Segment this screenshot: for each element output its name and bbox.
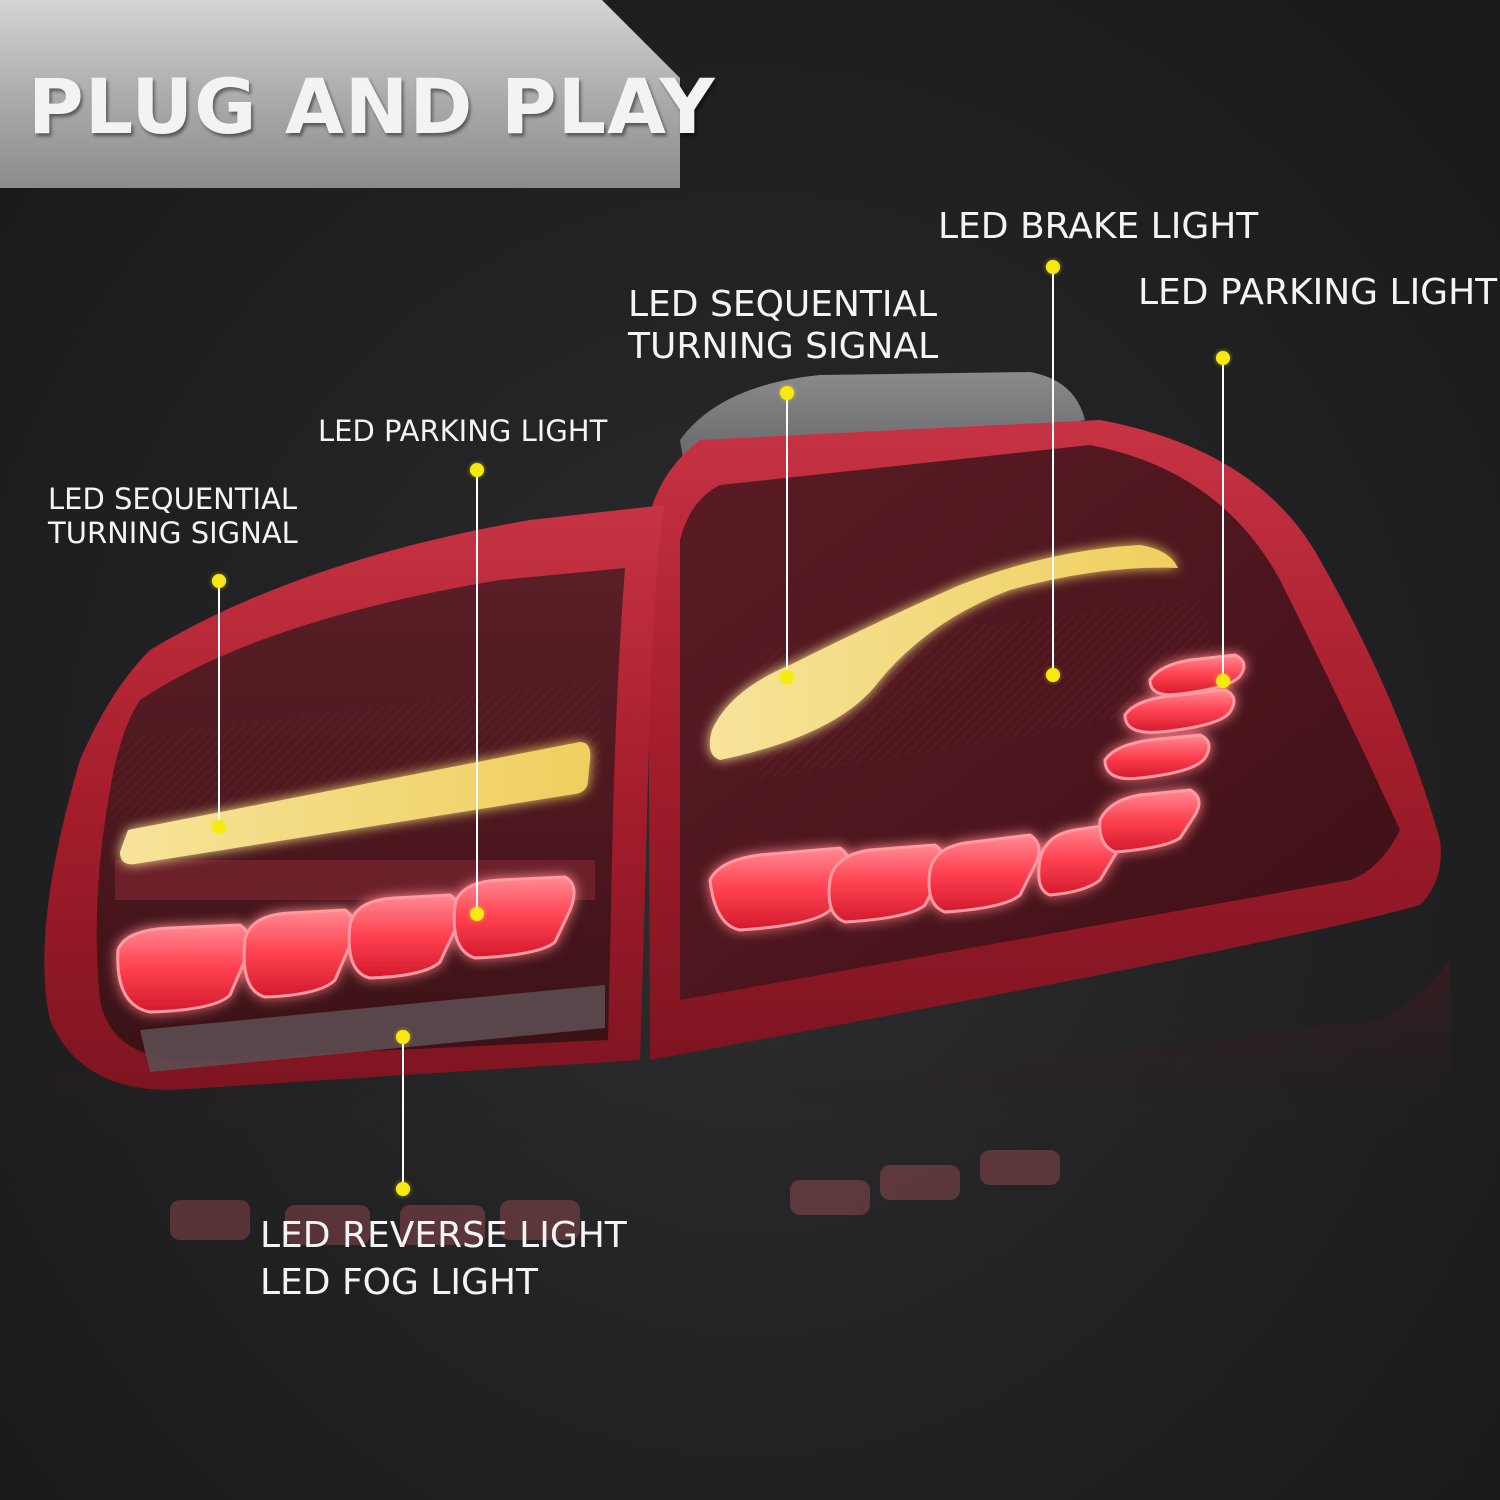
right-led-block	[1037, 823, 1121, 897]
banner-title: PLUG AND PLAY	[28, 62, 716, 151]
marker-dot	[780, 670, 794, 684]
callout-line: LED SEQUENTIAL	[628, 284, 938, 325]
callout-right-parking-light: LED PARKING LIGHT	[1138, 272, 1498, 313]
marker-dot	[780, 386, 794, 400]
left-led-block	[242, 908, 356, 999]
marker-dot	[396, 1182, 410, 1196]
leader-line	[786, 393, 788, 677]
right-led-block	[1098, 788, 1201, 854]
callout-reverse-fog-light: LED REVERSE LIGHT LED FOG LIGHT	[260, 1213, 627, 1307]
marker-dot	[1216, 674, 1230, 688]
right-led-block	[927, 833, 1041, 914]
marker-dot	[1046, 668, 1060, 682]
left-led-blocks	[116, 875, 576, 1014]
leader-line	[1052, 267, 1054, 675]
callout-brake-light: LED BRAKE LIGHT	[938, 206, 1259, 247]
callout-line: TURNING SIGNAL	[628, 326, 939, 368]
leader-line	[218, 582, 220, 826]
right-turn-signal-strip	[709, 545, 1178, 760]
right-tail-lamp	[648, 372, 1441, 1060]
leader-line	[1222, 359, 1224, 681]
left-led-block	[347, 893, 461, 980]
leader-line	[402, 1037, 404, 1189]
left-turn-signal-bar	[120, 742, 591, 865]
leader-line	[476, 471, 478, 914]
left-led-block	[116, 923, 251, 1014]
callout-line: TURNING SIGNAL	[48, 516, 298, 551]
right-led-block	[1103, 733, 1211, 781]
reverse-fog-strip	[140, 985, 605, 1072]
marker-dot	[1046, 260, 1060, 274]
callout-line: LED FOG LIGHT	[260, 1261, 538, 1303]
right-led-block	[1123, 688, 1236, 734]
floor-reflection	[40, 960, 1450, 1150]
marker-dot	[396, 1030, 410, 1044]
right-led-block	[827, 843, 946, 924]
reflected-leds	[170, 1150, 1060, 1245]
marker-dot	[1216, 351, 1230, 365]
callout-right-turn-signal: LED SEQUENTIAL TURNING SIGNAL	[628, 284, 938, 369]
marker-dot	[470, 907, 484, 921]
right-led-blocks	[708, 653, 1246, 932]
right-led-block	[708, 846, 851, 932]
callout-line: LED SEQUENTIAL	[48, 482, 298, 516]
callout-left-turn-signal: LED SEQUENTIAL TURNING SIGNAL	[48, 482, 298, 550]
marker-dot	[470, 463, 484, 477]
callout-left-parking-light: LED PARKING LIGHT	[318, 414, 608, 448]
left-tail-lamp	[44, 505, 666, 1090]
callout-line: LED REVERSE LIGHT	[260, 1215, 627, 1256]
left-led-block	[452, 875, 576, 960]
marker-dot	[212, 574, 226, 588]
title-banner	[0, 0, 680, 188]
marker-dot	[212, 820, 226, 834]
